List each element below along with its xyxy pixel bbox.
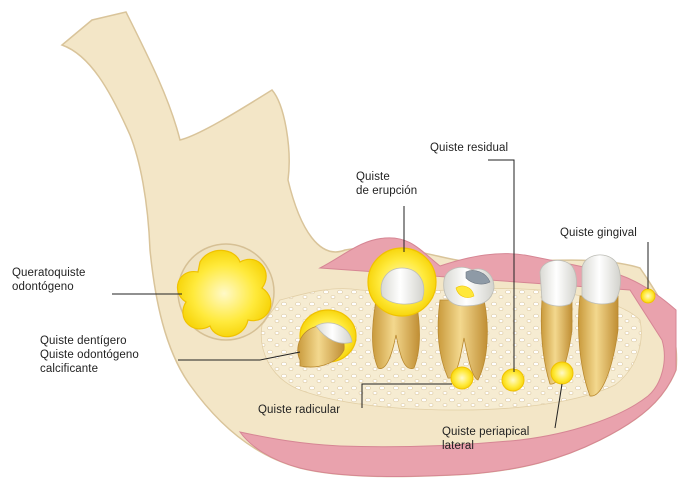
label-gingival: Quiste gingival (560, 226, 637, 240)
label-residual: Quiste residual (430, 141, 508, 155)
label-line: Quiste residual (430, 141, 508, 155)
label-line: calcificante (40, 362, 139, 376)
label-line: Quiste odontógeno (40, 348, 139, 362)
label-line: Quiste dentígero (40, 334, 139, 348)
label-dentigero: Quiste dentígero Quiste odontógeno calci… (40, 334, 139, 376)
label-line: Quiste gingival (560, 226, 637, 240)
label-line: Quiste periapical (442, 425, 529, 439)
label-radicular: Quiste radicular (258, 403, 340, 417)
label-line: de erupción (356, 184, 417, 198)
gingival-cyst (641, 289, 655, 303)
lateral-periapical-cyst (551, 362, 573, 384)
residual-cyst (502, 369, 524, 391)
label-queratoquiste: Queratoquiste odontógeno (12, 266, 86, 294)
label-periapical: Quiste periapical lateral (442, 425, 529, 453)
label-line: Quiste radicular (258, 403, 340, 417)
label-erupcion: Quiste de erupción (356, 170, 417, 198)
label-line: Quiste (356, 170, 417, 184)
label-line: lateral (442, 439, 529, 453)
label-line: odontógeno (12, 280, 86, 294)
radicular-cyst (451, 367, 473, 389)
label-line: Queratoquiste (12, 266, 86, 280)
